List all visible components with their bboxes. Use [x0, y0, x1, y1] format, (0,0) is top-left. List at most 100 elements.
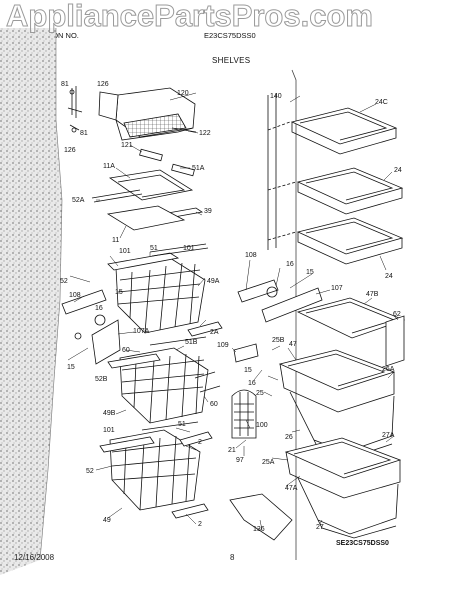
label-16-a: 16 — [95, 305, 103, 312]
label-126-bottom: 126 — [64, 147, 76, 154]
label-24-low: 24 — [385, 273, 393, 280]
label-60-b: 60 — [210, 401, 218, 408]
part-16-knob — [94, 314, 106, 326]
part-24C-shelf — [290, 107, 398, 155]
part-62-side — [385, 315, 405, 367]
label-51-a: 51 — [150, 245, 158, 252]
part-122-rail — [171, 127, 197, 133]
footer-date: 12/16/2008 — [14, 553, 55, 562]
part-107-cover — [261, 287, 323, 323]
part-52A-rail — [91, 189, 143, 203]
part-121-clip — [139, 148, 163, 162]
part-51B-rail — [149, 336, 207, 346]
part-108b-bracket — [237, 279, 279, 303]
part-107A-cover — [91, 319, 121, 365]
label-136: 136 — [253, 526, 265, 533]
label-11: 11 — [112, 237, 119, 244]
label-109: 109 — [217, 342, 229, 349]
label-26: 26 — [285, 434, 293, 441]
label-11A: 11A — [103, 163, 115, 170]
label-52-b: 52 — [86, 468, 94, 475]
part-2A-strip — [187, 321, 223, 337]
label-52B: 52B — [95, 376, 108, 383]
label-107: 107 — [331, 285, 343, 292]
part-49-basket — [99, 429, 201, 511]
label-25B: 25B — [272, 337, 285, 344]
part-49B-basket — [107, 347, 209, 424]
label-121: 121 — [121, 142, 133, 149]
label-52A: 52A — [72, 197, 85, 204]
label-101-b: 101 — [183, 245, 195, 252]
label-101-a: 101 — [119, 248, 131, 255]
model-number: E23CS75DSS0 — [204, 31, 256, 40]
label-16-c: 16 — [248, 380, 256, 387]
label-15-d: 15 — [244, 367, 252, 374]
label-47: 47 — [289, 341, 297, 348]
label-126-top: 126 — [97, 81, 109, 88]
footer-page-number: 8 — [230, 553, 235, 562]
label-21: 21 — [228, 447, 236, 454]
label-47B: 47B — [366, 291, 379, 298]
label-25: 25 — [256, 390, 264, 397]
part-24-shelf-low — [296, 217, 404, 265]
part-2a-strip — [179, 431, 213, 447]
label-52-a: 52 — [60, 278, 68, 285]
label-81-top: 81 — [61, 81, 69, 88]
part-47A-crisper — [284, 437, 402, 499]
label-49: 49 — [103, 517, 111, 524]
part-11-shelf — [106, 205, 186, 231]
part-136-cover — [229, 493, 293, 541]
label-108-right: 108 — [245, 252, 257, 259]
label-15-a: 15 — [115, 289, 123, 296]
label-24-mid: 24 — [394, 167, 402, 174]
watermark-text: AppliancePartsPros.com — [6, 0, 374, 34]
label-47A: 47A — [285, 485, 298, 492]
label-24C: 24C — [375, 99, 388, 106]
label-49A: 49A — [207, 278, 220, 285]
label-49B: 49B — [103, 410, 116, 417]
label-60-a: 60 — [122, 347, 130, 354]
label-2-b: 2 — [198, 521, 202, 528]
label-120: 120 — [177, 90, 189, 97]
label-26A: 26A — [382, 366, 395, 373]
part-51-rail — [149, 243, 209, 257]
part-108-bracket — [61, 289, 107, 315]
label-15-c: 15 — [306, 269, 314, 276]
label-15-b: 15 — [67, 364, 75, 371]
label-62: 62 — [393, 311, 401, 318]
part-100-duct — [231, 389, 257, 439]
part-47-crisper — [278, 349, 396, 413]
label-16-b: 16 — [286, 261, 294, 268]
label-27: 27 — [316, 524, 324, 531]
label-51A: 51A — [192, 165, 205, 172]
diagram-code: SE23CS75DSS0 — [336, 540, 389, 547]
label-27A: 27A — [382, 432, 395, 439]
label-81-bottom: 81 — [80, 130, 88, 137]
label-97: 97 — [236, 457, 244, 464]
label-39: 39 — [204, 208, 212, 215]
label-51-b: 51 — [178, 421, 186, 428]
label-51B: 51B — [185, 339, 198, 346]
label-100: 100 — [256, 422, 268, 429]
label-107A: 107A — [133, 328, 150, 335]
label-25A: 25A — [262, 459, 275, 466]
part-11A-shelf — [108, 169, 194, 201]
part-109-bracket — [233, 343, 259, 363]
label-2-a: 2 — [198, 439, 202, 446]
label-140: 140 — [270, 93, 282, 100]
part-81-126-brackets — [67, 86, 83, 133]
part-2b-strip — [171, 503, 209, 519]
part-24-shelf-mid — [296, 167, 404, 215]
section-title: SHELVES — [212, 56, 251, 65]
part-60-tabs — [194, 371, 221, 393]
label-101-c: 101 — [103, 427, 115, 434]
part-51A-clip — [171, 163, 195, 177]
part-140-rail — [267, 93, 277, 250]
part-120-bin — [98, 87, 196, 141]
liner-wall-texture — [0, 28, 62, 575]
part-49A-basket — [107, 252, 206, 334]
label-108-left: 108 — [69, 292, 81, 299]
label-2A: 2A — [210, 329, 219, 336]
